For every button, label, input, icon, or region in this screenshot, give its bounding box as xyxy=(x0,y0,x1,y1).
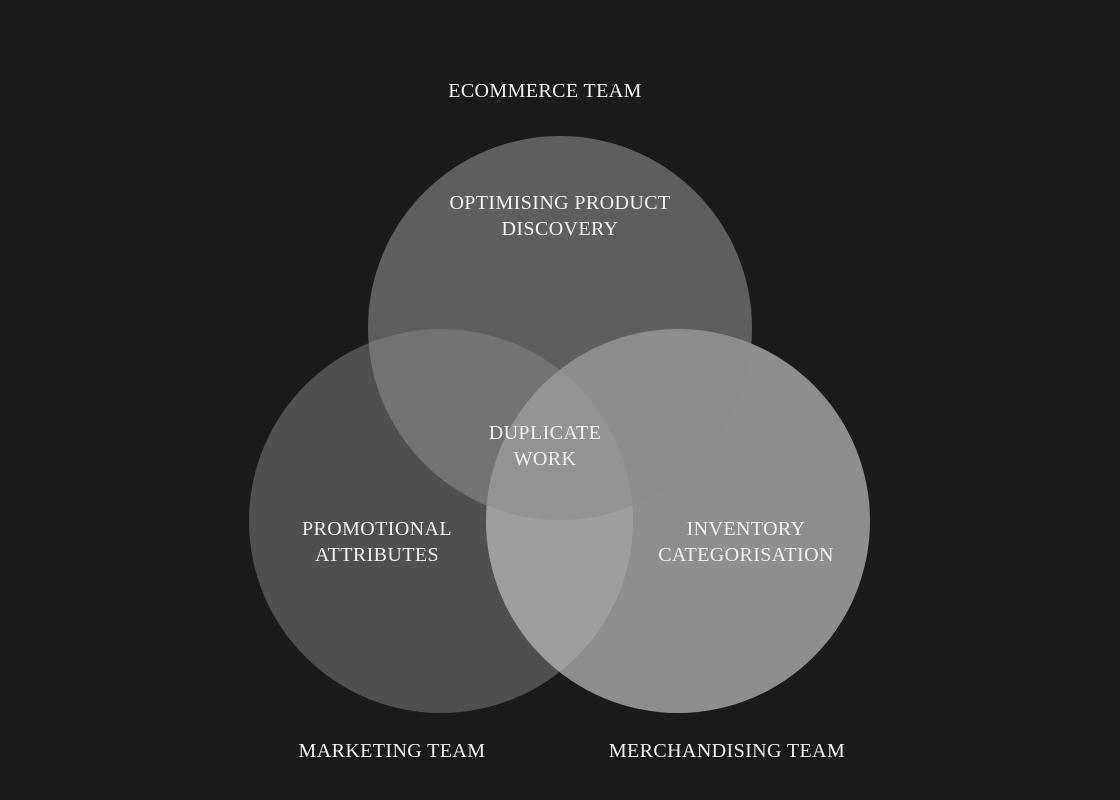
marketing-team-label: MARKETING TEAM xyxy=(298,740,486,762)
merchandising-focus-label: INVENTORY CATEGORISATION xyxy=(658,518,834,566)
ecommerce-focus-label: OPTIMISING PRODUCT DISCOVERY xyxy=(449,192,671,240)
overlap-label: DUPLICATE WORK xyxy=(488,422,602,470)
ecommerce-team-label: ECOMMERCE TEAM xyxy=(448,80,642,102)
merchandising-team-label: MERCHANDISING TEAM xyxy=(608,740,846,762)
marketing-focus-label: PROMOTIONAL ATTRIBUTES xyxy=(302,518,452,566)
ecommerce-circle xyxy=(368,136,752,520)
